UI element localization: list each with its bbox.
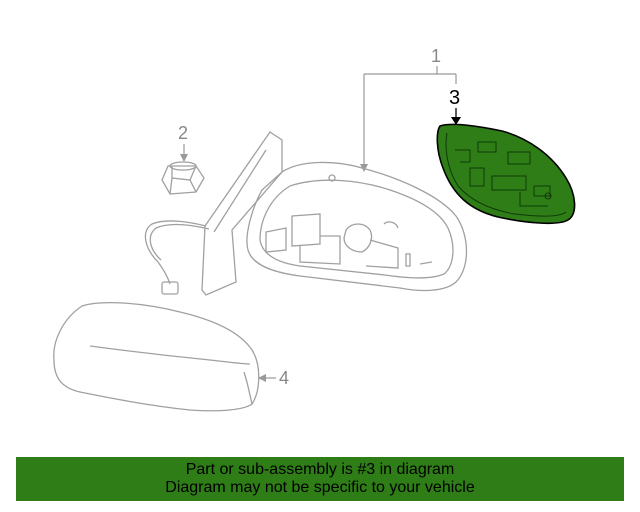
- callout-2-label: 2: [178, 123, 188, 143]
- banner-line-2: Diagram may not be specific to your vehi…: [165, 479, 475, 496]
- callout-4-label: 4: [279, 368, 289, 388]
- mirror-glass-part-3: [436, 123, 576, 225]
- banner-line-1: Part or sub-assembly is #3 in diagram: [185, 461, 455, 478]
- wire-harness: [144, 220, 210, 295]
- mirror-assembly-part-1: [201, 131, 468, 296]
- parts-diagram: 1 3: [53, 46, 576, 412]
- disclaimer-banner: Part or sub-assembly is #3 in diagram Di…: [16, 457, 624, 501]
- mirror-cover-part-4: [53, 301, 260, 412]
- callout-4: 4: [258, 368, 289, 388]
- callout-2: 2: [178, 123, 188, 162]
- nut-part-2: [161, 161, 205, 195]
- callout-3-label: 3: [449, 87, 460, 109]
- callout-1: 1: [360, 46, 457, 172]
- callout-1-label: 1: [431, 46, 441, 66]
- callout-3: 3: [449, 87, 461, 125]
